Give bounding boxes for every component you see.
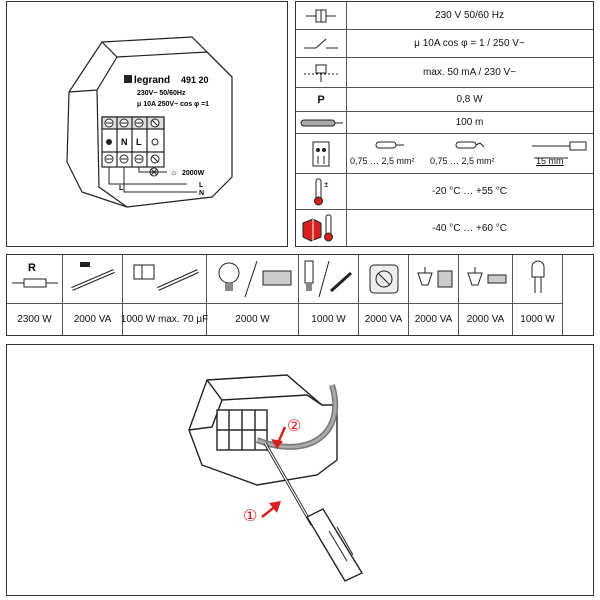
load-halogen: 2000 W: [207, 255, 299, 335]
load-compensated: 1000 W max. 70 µF: [120, 255, 209, 335]
spec-row-temp-storage: -40 °C … +60 °C: [296, 210, 593, 246]
flexible-wire-icon: [455, 141, 484, 149]
load-cfl: 1000 W: [299, 255, 359, 335]
switch-l-label: L: [119, 185, 124, 192]
load-value: 2000 W: [235, 314, 270, 325]
contact-switch-icon: [296, 30, 347, 57]
device-illustration-panel: N L legrand 491 20 230V~ 50/60Hz μ 10A 2…: [6, 1, 288, 247]
load-value: 2300 W: [17, 314, 52, 325]
strip-length-icon: [532, 141, 587, 159]
power-symbol: P: [296, 88, 347, 111]
pushbutton-icon: [296, 58, 347, 87]
spec-row-power: P 0,8 W: [296, 88, 593, 112]
load-electronic-transformer: 2000 VA: [359, 255, 409, 335]
load-value: 2000 VA: [414, 314, 453, 325]
spec-cable-length: 100 m: [455, 117, 484, 128]
load-types-table: R 2300 W 2000 VA 1000 W max. 70 µF 2000 …: [6, 254, 594, 336]
spec-row-supply: 230 V 50/60 Hz: [296, 2, 593, 30]
step-2-marker: ②: [287, 418, 301, 435]
load-ferromagnetic: 2000 VA: [409, 255, 459, 335]
cfl-led-icon: [299, 255, 358, 304]
spec-power: 0,8 W: [456, 94, 483, 105]
lamp-icon: ☼: [170, 168, 177, 177]
load-value: 2000 VA: [73, 314, 112, 325]
spec-temp-storage: -40 °C … +60 °C: [432, 222, 507, 234]
cable-icon: [296, 112, 347, 133]
electronic-transformer-halogen-icon: [459, 255, 512, 304]
screwdriver-wire-drawing: ② ①: [188, 374, 364, 582]
technical-specs-table: 230 V 50/60 Hz μ 10A cos φ = 1 / 250 V~ …: [295, 1, 594, 247]
model-number: 491 20: [181, 75, 209, 85]
storage-thermometer-icon: [296, 210, 347, 246]
thermometer-icon: ±: [296, 174, 347, 209]
led-icon: [513, 255, 562, 304]
compensated-fluorescent-icon: [123, 255, 206, 304]
load-value: 2000 VA: [466, 314, 505, 325]
spec-cable-flexible: 0,75 … 2,5 mm²: [430, 156, 495, 166]
svg-text:R: R: [28, 262, 36, 274]
spec-cable-rigid: 0,75 … 2,5 mm²: [350, 156, 415, 166]
output-n-label: N: [199, 190, 204, 197]
spec-row-control: max. 50 mA / 230 V~: [296, 58, 593, 88]
terminal-n-label: N: [121, 137, 128, 147]
spec-row-wire-section: 0,75 … 2,5 mm² 0,75 … 2,5 mm² 15 mm: [296, 134, 593, 174]
spec-strip-length: 15 mm: [536, 156, 564, 166]
spec-row-temp-operating: ± -20 °C … +55 °C: [296, 174, 593, 210]
load-electronic-halogen: 2000 VA: [459, 255, 513, 335]
spec-row-cable-length: 100 m: [296, 112, 593, 134]
ferromagnetic-transformer-icon: [409, 255, 458, 304]
coil-icon: [296, 2, 347, 29]
terminal-block-icon: [296, 134, 347, 173]
device-rating: μ 10A 250V~ cos φ =1: [137, 101, 209, 108]
load-fluorescent: 2000 VA: [63, 255, 123, 335]
output-l-label: L: [199, 182, 204, 189]
load-value: 1000 W max. 70 µF: [120, 314, 209, 325]
device-power: 2000W: [182, 170, 205, 177]
wire-release-illustration: ② ①: [6, 344, 594, 596]
terminal-l-label: L: [136, 137, 142, 147]
relay-module-drawing: N L legrand 491 20 230V~ 50/60Hz μ 10A 2…: [66, 36, 233, 208]
step-1-marker: ①: [243, 508, 257, 525]
rigid-wire-icon: [375, 141, 404, 149]
load-led: 1000 W: [513, 255, 563, 335]
spec-contact: μ 10A cos φ = 1 / 250 V~: [414, 38, 525, 49]
halogen-230v-icon: [207, 255, 298, 304]
resistive-load-icon: R: [7, 255, 62, 304]
spec-control: max. 50 mA / 230 V~: [422, 67, 517, 78]
fluorescent-tube-icon: [63, 255, 122, 304]
spec-row-contact: μ 10A cos φ = 1 / 250 V~: [296, 30, 593, 58]
electronic-transformer-icon: [359, 255, 408, 304]
brand-logo: legrand: [134, 75, 170, 86]
load-resistive: R 2300 W: [7, 255, 63, 335]
load-value: 1000 W: [520, 314, 555, 325]
spec-supply: 230 V 50/60 Hz: [435, 10, 504, 21]
device-voltage: 230V~ 50/60Hz: [137, 90, 186, 97]
load-value: 2000 VA: [364, 314, 403, 325]
load-value: 1000 W: [311, 314, 346, 325]
svg-text:±: ±: [324, 180, 329, 189]
spec-temp-operating: -20 °C … +55 °C: [432, 186, 507, 197]
